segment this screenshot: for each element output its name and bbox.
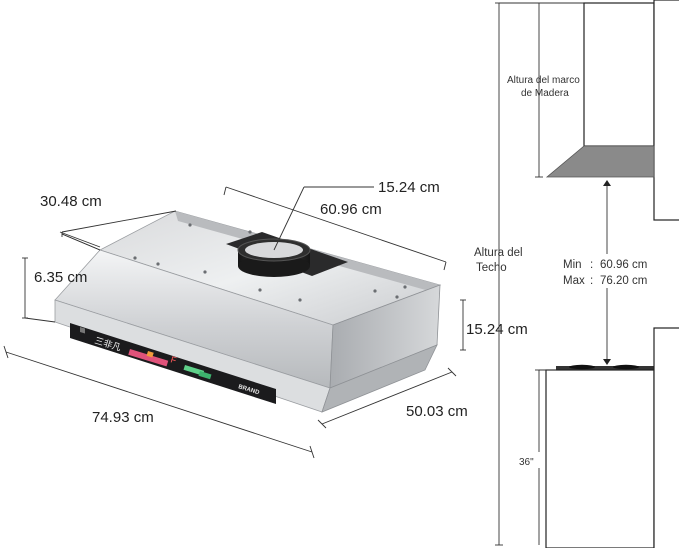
dim-duct-diameter: 15.24 cm (378, 179, 440, 196)
installation-diagram: Altura del Techo Altura del marco de Mad… (474, 0, 679, 548)
duct-collar (237, 238, 311, 277)
hood-side-bottom (321, 344, 438, 413)
dim-top-width: 60.96 cm (320, 201, 382, 218)
upper-cabinet (583, 2, 655, 147)
ceiling-height-label-line1: Altura del (474, 247, 523, 259)
burner-right (613, 364, 639, 370)
dim-front-height: 6.35 cm (34, 269, 87, 286)
display-lights (128, 348, 212, 380)
dim-top-depth: 30.48 cm (40, 193, 102, 210)
max-value: 76.20 cm (600, 275, 647, 287)
cabinet-height-label-line1: Altura del marco (507, 75, 580, 86)
dim-side-height: 15.24 cm (466, 321, 528, 338)
max-label: Max (563, 275, 585, 287)
range-hood: 三非凡 F BRAND (54, 210, 442, 413)
lower-wall (653, 327, 679, 548)
dim-bottom-depth: 50.03 cm (406, 403, 468, 420)
cooktop (556, 366, 654, 370)
hood-side-profile (545, 145, 655, 178)
lower-cabinet (545, 369, 655, 548)
burner-left (569, 364, 595, 370)
mounting-screws (133, 223, 407, 302)
clearance-arrow-up (603, 180, 611, 186)
min-label: Min (563, 259, 582, 271)
dim-bottom-width: 74.93 cm (92, 409, 154, 426)
min-value: 60.96 cm (600, 259, 647, 271)
counter-height-label: 36" (519, 457, 534, 468)
power-icon (80, 327, 85, 334)
control-panel (70, 323, 276, 404)
clearance-arrow-down (603, 359, 611, 365)
min-separator: : (590, 259, 593, 271)
display-readout: F (169, 354, 178, 365)
upper-wall (653, 0, 679, 221)
ceiling-height-label-line2: Techo (476, 262, 507, 274)
cabinet-height-label-line2: de Madera (521, 88, 569, 99)
max-separator: : (590, 275, 593, 287)
